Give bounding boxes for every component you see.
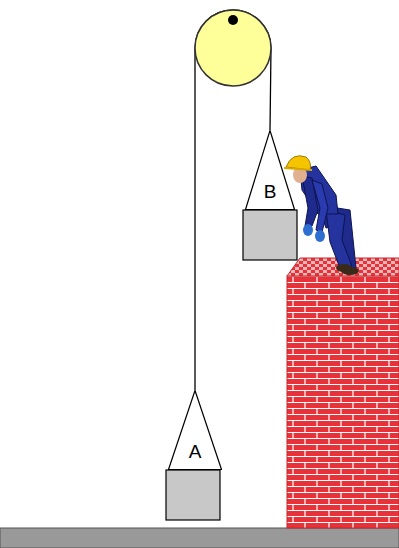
bucket-hanger: B	[245, 130, 295, 210]
brick-wall	[287, 276, 399, 528]
worker	[284, 156, 359, 275]
bucket-letter: A	[168, 442, 222, 461]
bucket-hanger: A	[168, 390, 222, 470]
ground	[0, 528, 399, 548]
pulley	[195, 10, 271, 86]
bucket-letter: B	[245, 182, 295, 201]
bucket-a	[166, 470, 220, 520]
pulley-axle	[228, 15, 238, 25]
bucket-b	[243, 210, 297, 260]
